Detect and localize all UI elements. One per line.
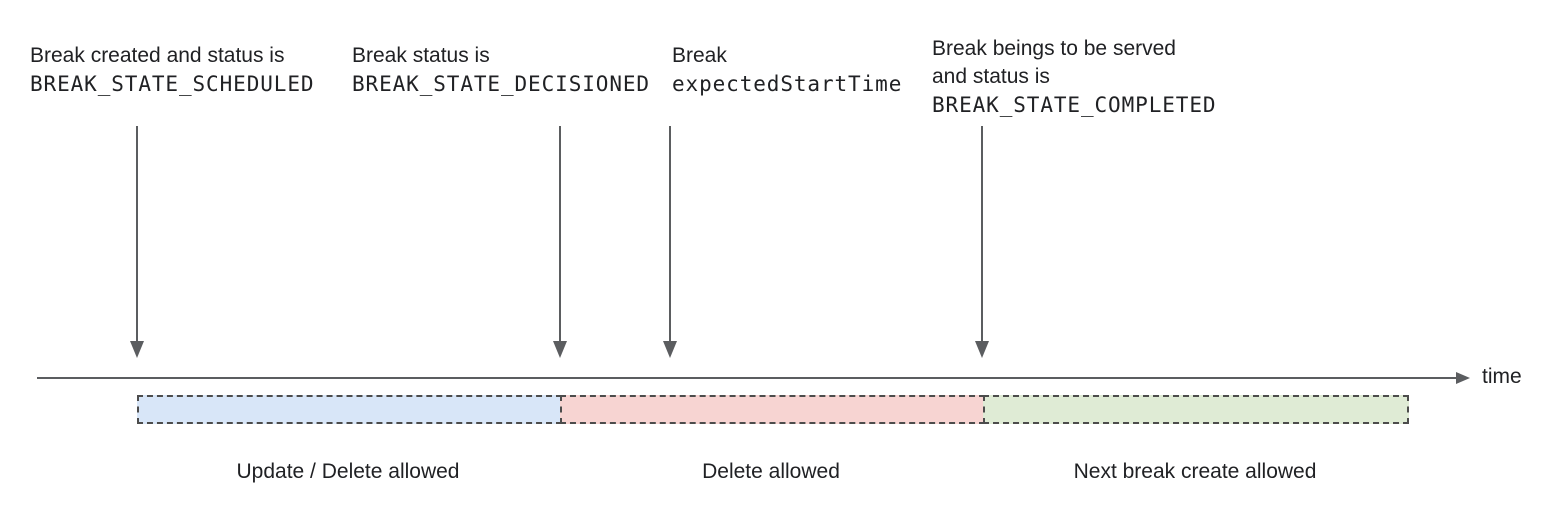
segment-delete-allowed xyxy=(560,395,985,424)
down-arrow-expected-start xyxy=(663,126,677,358)
annotation-code: BREAK_STATE_DECISIONED xyxy=(352,72,650,96)
down-arrow-completed xyxy=(975,126,989,358)
annotation-text: Break status is xyxy=(352,44,490,67)
segment-update-delete-allowed xyxy=(137,395,562,424)
lifecycle-segments-bar xyxy=(137,395,1409,424)
arrow-head-icon xyxy=(553,341,567,358)
segment-next-break-create xyxy=(983,395,1409,424)
timeline-axis-label: time xyxy=(1482,365,1522,388)
annotation-break-completed: Break beings to be served and status is … xyxy=(932,35,1216,119)
annotation-break-created: Break created and status is BREAK_STATE_… xyxy=(30,42,314,98)
annotation-text: Break created and status is xyxy=(30,44,285,67)
arrow-shaft xyxy=(136,126,138,342)
segment-label-update-delete: Update / Delete allowed xyxy=(236,460,460,483)
segment-label-delete: Delete allowed xyxy=(702,460,840,483)
arrow-head-icon xyxy=(130,341,144,358)
annotation-code: expectedStartTime xyxy=(672,72,903,96)
arrow-head-icon xyxy=(975,341,989,358)
annotation-expected-start-time: Break expectedStartTime xyxy=(672,42,902,98)
down-arrow-scheduled xyxy=(130,126,144,358)
down-arrow-decisioned xyxy=(553,126,567,358)
annotation-text: Break xyxy=(672,44,727,67)
timeline-arrowhead-icon xyxy=(1456,372,1470,384)
annotation-break-decisioned: Break status is BREAK_STATE_DECISIONED xyxy=(352,42,650,98)
annotation-text: and status is xyxy=(932,65,1050,88)
arrow-shaft xyxy=(981,126,983,342)
annotation-text: Break beings to be served xyxy=(932,37,1176,60)
segment-label-next-create: Next break create allowed xyxy=(1073,460,1317,483)
arrow-head-icon xyxy=(663,341,677,358)
arrow-shaft xyxy=(669,126,671,342)
arrow-shaft xyxy=(559,126,561,342)
timeline-axis xyxy=(37,377,1458,379)
annotation-code: BREAK_STATE_COMPLETED xyxy=(932,93,1217,117)
annotation-code: BREAK_STATE_SCHEDULED xyxy=(30,72,315,96)
